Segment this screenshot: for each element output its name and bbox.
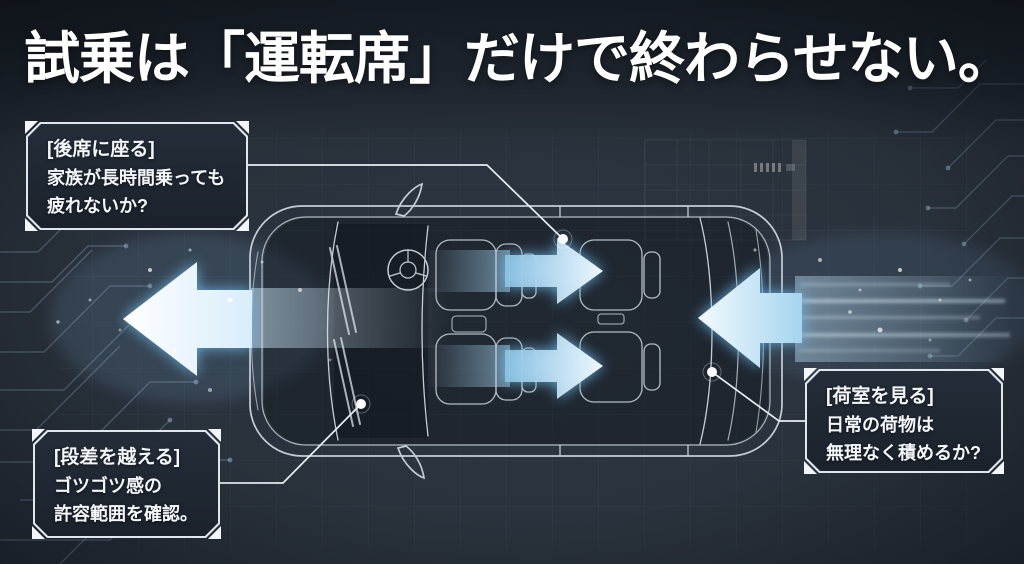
- callout-frame: [805, 369, 1003, 473]
- corner-accent-icon: [804, 461, 817, 474]
- bump-marker: [356, 399, 366, 409]
- corner-accent-icon: [236, 218, 249, 231]
- callout-connectors: [220, 164, 805, 484]
- callout-heading: [後席に座る]: [47, 139, 155, 160]
- rear-seat-marker: [558, 234, 568, 244]
- cargo-marker: [707, 367, 717, 377]
- callout-text: [後席に座る] 家族が長時間乗っても 疲れないか?: [26, 122, 248, 230]
- callout-heading: [荷室を見る]: [826, 386, 934, 407]
- callout-line: 家族が長時間乗っても: [47, 168, 226, 188]
- callout-rear-seat: [後席に座る] 家族が長時間乗っても 疲れないか?: [25, 121, 249, 231]
- corner-accent-icon: [208, 526, 221, 539]
- callout-frame: [33, 430, 220, 538]
- corner-accent-icon: [32, 429, 45, 442]
- corner-accent-icon: [32, 526, 45, 539]
- corner-accent-icon: [236, 121, 249, 134]
- callout-text: [段差を越える] ゴツゴツ感の 許容範囲を確認。: [33, 430, 220, 538]
- callout-bump: [段差を越える] ゴツゴツ感の 許容範囲を確認。: [32, 429, 221, 539]
- particles: [56, 248, 972, 392]
- callout-line: 日常の荷物は: [826, 415, 934, 435]
- callout-frame: [26, 122, 248, 230]
- callout-text: [荷室を見る] 日常の荷物は 無理なく積めるか?: [805, 369, 1003, 473]
- callout-line: 疲れないか?: [47, 196, 148, 216]
- corner-accent-icon: [991, 368, 1004, 381]
- corner-accent-icon: [991, 461, 1004, 474]
- corner-accent-icon: [208, 429, 221, 442]
- callout-cargo: [荷室を見る] 日常の荷物は 無理なく積めるか?: [804, 368, 1004, 474]
- page-title: 試乗は「運転席」だけで終わらせない。: [24, 27, 1014, 90]
- arrow-trails: [250, 250, 1013, 387]
- callout-line: ゴツゴツ感の: [54, 476, 162, 496]
- callout-line: 無理なく積めるか?: [826, 443, 981, 463]
- callout-markers: [351, 229, 722, 414]
- corner-accent-icon: [25, 218, 38, 231]
- corner-accent-icon: [25, 121, 38, 134]
- corner-accent-icon: [804, 368, 817, 381]
- callout-heading: [段差を越える]: [54, 447, 181, 468]
- callout-line: 許容範囲を確認。: [54, 504, 198, 524]
